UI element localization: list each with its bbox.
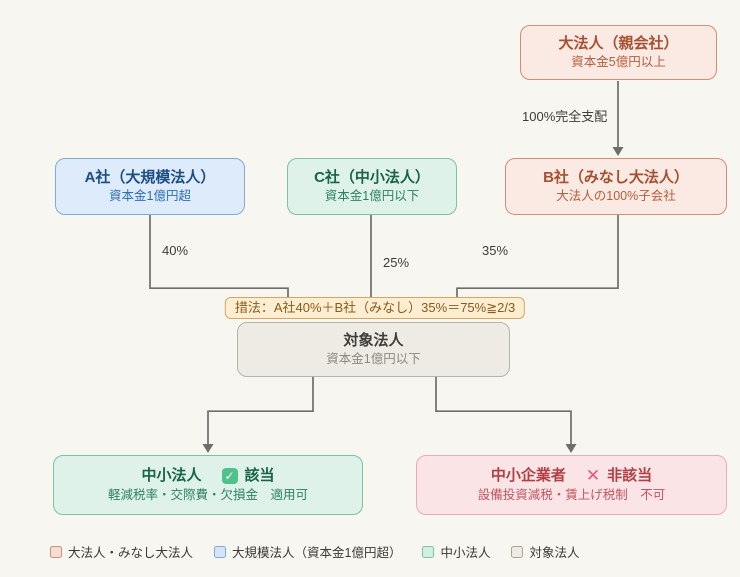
node-company-c: C社（中小法人） 資本金1億円以下 [287,158,457,215]
node-title: 中小法人 [141,467,202,484]
edge-target-to-ok [207,377,314,445]
edge-label-c-share: 25% [383,255,410,270]
result-badge: 該当 [244,467,275,484]
legend-item-small-corp: 中小法人 [422,542,490,561]
edge-target-to-ng [435,377,572,445]
arrowhead-to-ok-icon [202,444,214,453]
node-company-a: A社（大規模法人） 資本金1億円超 [55,158,245,215]
result-title-row: 中小企業者 ✕ 非該当 [491,467,652,484]
node-parent-large-corp: 大法人（親会社） 資本金5億円以上 [520,25,717,80]
legend-item-large-corp: 大法人・みなし大法人 [50,542,193,561]
result-title-row: 中小法人 ✓ 該当 [141,467,274,484]
node-title: C社（中小法人） [314,169,430,186]
arrowhead-to-ng-icon [565,444,577,453]
node-subtitle: 大法人の100%子会社 [556,189,676,204]
arrowhead-to-b-icon [612,147,624,156]
formula-label: 措法：A社40%＋B社（みなし）35%＝75%≧2/3 [224,297,526,320]
node-result-eligible: 中小法人 ✓ 該当 軽減税率・交際費・欠損金 適用可 [53,455,363,515]
legend-label: 大法人・みなし大法人 [68,546,194,560]
node-subtitle: 資本金5億円以上 [571,55,666,70]
node-subtitle: 資本金1億円超 [109,189,191,204]
legend-swatch-gray [511,545,524,558]
node-result-not-eligible: 中小企業者 ✕ 非該当 設備投資減税・賃上げ税制 不可 [416,455,727,515]
node-target-corp: 対象法人 資本金1億円以下 [237,322,510,377]
result-badge: 非該当 [607,467,653,484]
node-title: 対象法人 [343,332,404,349]
result-note: 軽減税率・交際費・欠損金 適用可 [107,488,308,503]
legend-item-large-scale-corp: 大規模法人（資本金1億円超） [214,542,401,561]
legend-label: 中小法人 [440,546,491,560]
node-subtitle: 資本金1億円以下 [324,189,420,204]
legend-swatch-blue [214,545,227,558]
edge-label-b-share: 35% [482,243,509,258]
legend-swatch-green [422,545,435,558]
legend-item-target-corp: 対象法人 [511,542,580,561]
legend-label: 大規模法人（資本金1億円超） [232,546,402,560]
x-icon: ✕ [585,466,601,486]
node-subtitle: 資本金1億円以下 [326,352,421,367]
edge-a-to-target [149,215,289,298]
node-title: 中小企業者 [490,467,566,484]
node-title: A社（大規模法人） [84,169,216,186]
legend: 大法人・みなし大法人 大規模法人（資本金1億円超） 中小法人 対象法人 [50,542,580,561]
node-company-b: B社（みなし大法人） 大法人の100%子会社 [505,158,727,215]
node-title: B社（みなし大法人） [543,169,689,186]
edge-label-a-share: 40% [162,243,189,258]
check-icon: ✓ [221,467,238,484]
result-note: 設備投資減税・賃上げ税制 不可 [477,488,666,503]
edge-label-full-control: 100%完全支配 [522,109,608,124]
node-title: 大法人（親会社） [558,35,679,52]
legend-swatch-pink [50,545,62,558]
edge-b-to-target [456,215,619,298]
legend-label: 対象法人 [529,546,580,560]
